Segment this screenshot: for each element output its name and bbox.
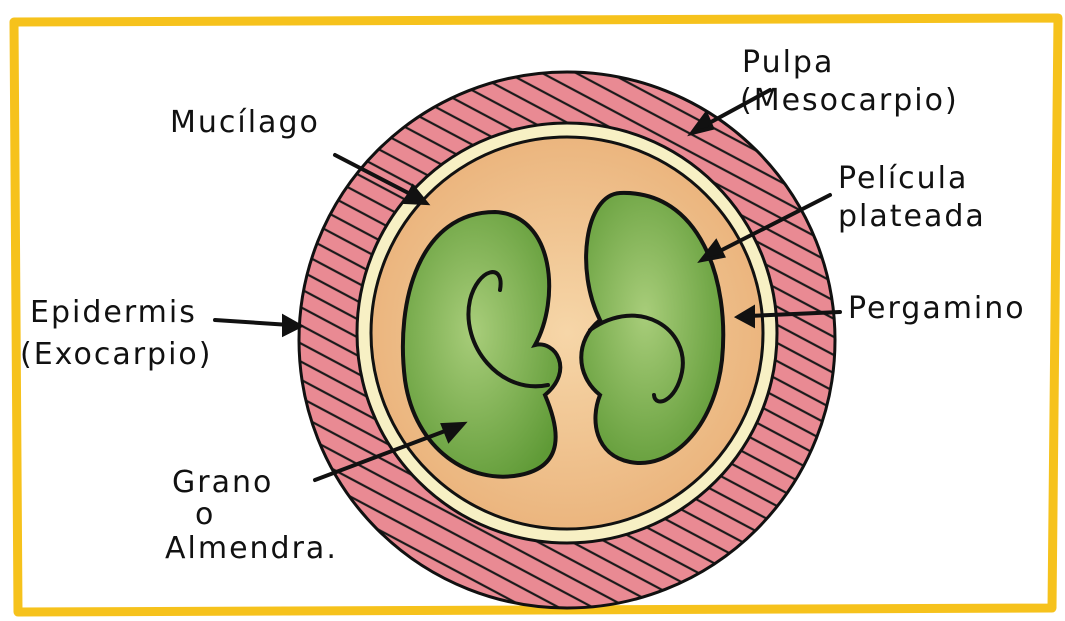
label-almendra: Almendra.	[165, 531, 338, 566]
label-exocarpio: (Exocarpio)	[20, 337, 213, 372]
label-mucilago: Mucílago	[170, 105, 320, 140]
label-epidermis: Epidermis	[30, 295, 197, 330]
label-mesocarpio: (Mesocarpio)	[740, 83, 959, 118]
label-pelicula: Película	[838, 161, 968, 196]
label-pergamino: Pergamino	[848, 291, 1026, 326]
label-plateada: plateada	[838, 199, 986, 234]
label-o: o	[195, 497, 215, 532]
label-grano: Grano	[172, 465, 273, 500]
epidermis-arrow	[215, 320, 290, 325]
epidermis-arrowhead	[284, 317, 300, 334]
label-pulpa: Pulpa	[742, 45, 834, 80]
